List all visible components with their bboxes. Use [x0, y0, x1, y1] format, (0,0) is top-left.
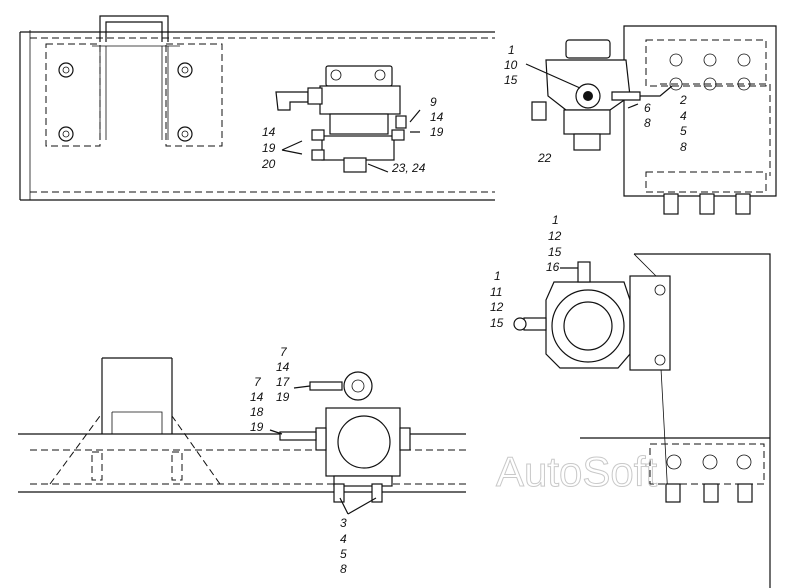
label-12: 12: [490, 300, 504, 314]
label-16: 16: [546, 260, 560, 274]
label-15: 15: [548, 245, 562, 259]
valve-unit-top-view: [275, 65, 421, 173]
view-top-right: [525, 25, 777, 215]
label-22: 22: [537, 151, 552, 165]
label-5: 5: [340, 547, 347, 561]
label-18: 18: [250, 405, 264, 419]
watermark: AutoSoft: [496, 448, 657, 495]
label-7: 7: [254, 375, 262, 389]
label-15: 15: [490, 316, 504, 330]
label-17: 17: [276, 375, 291, 389]
label-1: 1: [508, 43, 515, 57]
label-15: 15: [504, 73, 518, 87]
label-8: 8: [340, 562, 347, 576]
view-bottom-left: [18, 357, 466, 515]
label-23-24: 23, 24: [391, 161, 426, 175]
valve-side-view: [525, 39, 673, 151]
label-19: 19: [262, 141, 276, 155]
label-3: 3: [340, 516, 347, 530]
label-6: 6: [644, 101, 651, 115]
label-9: 9: [430, 95, 437, 109]
label-20: 20: [261, 157, 276, 171]
label-4: 4: [680, 109, 687, 123]
label-14: 14: [262, 125, 276, 139]
label-1: 1: [552, 213, 559, 227]
label-7: 7: [280, 345, 288, 359]
label-19: 19: [430, 125, 444, 139]
label-5: 5: [680, 124, 687, 138]
label-8: 8: [644, 116, 651, 130]
label-1: 1: [494, 269, 501, 283]
label-19: 19: [250, 420, 264, 434]
label-10: 10: [504, 58, 518, 72]
view-bottom-right: [513, 253, 771, 588]
bolt-holes: [58, 62, 193, 142]
valve-flange-view: [513, 261, 671, 371]
valve-front-view: [269, 371, 411, 515]
label-14: 14: [250, 390, 264, 404]
view-top-left: [19, 15, 495, 201]
label-2: 2: [679, 93, 687, 107]
label-11: 11: [490, 285, 502, 299]
label-12: 12: [548, 229, 562, 243]
bolt-heads: [663, 53, 751, 215]
lower-bolts: [665, 454, 753, 503]
label-19: 19: [276, 390, 290, 404]
label-8: 8: [680, 140, 687, 154]
label-4: 4: [340, 532, 347, 546]
label-14: 14: [276, 360, 290, 374]
label-14: 14: [430, 110, 444, 124]
